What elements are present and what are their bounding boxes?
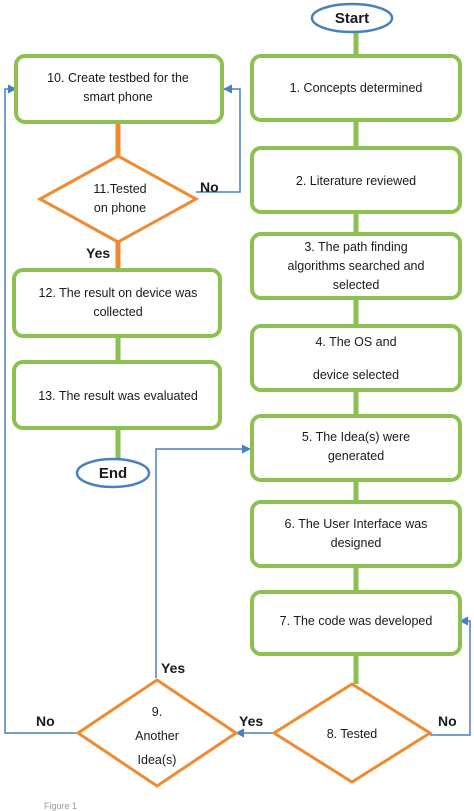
label-line: 8. Tested [327,727,378,741]
label-line: device selected [313,368,399,382]
decision-8-text: 8. Tested [327,727,378,741]
decision-11-text: 11.Tested on phone [93,182,146,215]
label-line: 5. The Idea(s) were [302,430,410,444]
label-line: 7. The code was developed [280,614,433,628]
step-6-text: 6. The User Interface was designed [285,517,428,550]
end-terminal: End [75,457,151,489]
step-12-text: 12. The result on device was collected [39,286,198,319]
arrow-11-no-to-10 [196,84,241,193]
step-1-text: 1. Concepts determined [290,81,423,95]
step-12-box: 12. The result on device was collected [12,268,222,338]
step-13-box: 13. The result was evaluated [12,360,222,430]
arrow-9-yes-to-5 [155,444,251,678]
step-2-text: 2. Literature reviewed [296,174,416,188]
label-line: 3. The path finding [304,240,407,254]
label-line: selected [333,278,380,292]
arrow-9-no-to-10 [4,84,78,734]
step-10-text: 10. Create testbed for the smart phone [47,71,189,104]
arrow-8-no-to-7 [430,616,471,736]
step-3-text: 3. The path finding algorithms searched a… [288,240,425,292]
label-line: 2. Literature reviewed [296,174,416,188]
step-13-text: 13. The result was evaluated [38,389,198,403]
end-label: End [99,465,127,482]
step-7-text: 7. The code was developed [280,614,433,628]
step-4-box: 4. The OS and device selected [250,324,462,392]
step-1-box: 1. Concepts determined [250,54,462,122]
edge-label-8-no: No [438,713,457,729]
step-6-box: 6. The User Interface was designed [250,500,462,568]
label-line: 1. Concepts determined [290,81,423,95]
label-line: 12. The result on device was [39,286,198,300]
step-7-box: 7. The code was developed [250,590,462,656]
edge-label-9-no: No [36,713,55,729]
label-line: generated [328,449,384,463]
label-line: smart phone [83,90,153,104]
label-line: 6. The User Interface was [285,517,428,531]
step-5-box: 5. The Idea(s) were generated [250,414,462,482]
label-line: collected [93,305,142,319]
edge-label-9-yes: Yes [161,660,185,676]
step-5-text: 5. The Idea(s) were generated [302,430,410,463]
label-line: on phone [94,201,146,215]
label-line: 9. [152,705,162,719]
step-3-box: 3. The path finding algorithms searched a… [250,232,462,300]
edge-label-11-no: No [200,179,219,195]
step-2-box: 2. Literature reviewed [250,146,462,214]
label-line: Another [135,729,179,743]
figure-caption: Figure 1 [44,801,77,811]
step-10-box: 10. Create testbed for the smart phone [14,54,224,124]
step-4-text: 4. The OS and device selected [313,335,399,382]
decision-8-diamond: 8. Tested [271,682,433,784]
decision-11-diamond: 11.Tested on phone [36,154,200,244]
label-line: algorithms searched and [288,259,425,273]
label-line: 10. Create testbed for the [47,71,189,85]
start-label: Start [335,10,369,27]
label-line: 4. The OS and [315,335,396,349]
edge-label-11-yes: Yes [86,245,110,261]
label-line: Idea(s) [138,753,177,767]
label-line: 13. The result was evaluated [38,389,198,403]
edge-label-8-yes: Yes [239,713,263,729]
start-terminal: Start [310,2,394,34]
label-line: 11.Tested [93,182,146,196]
label-line: designed [331,536,382,550]
